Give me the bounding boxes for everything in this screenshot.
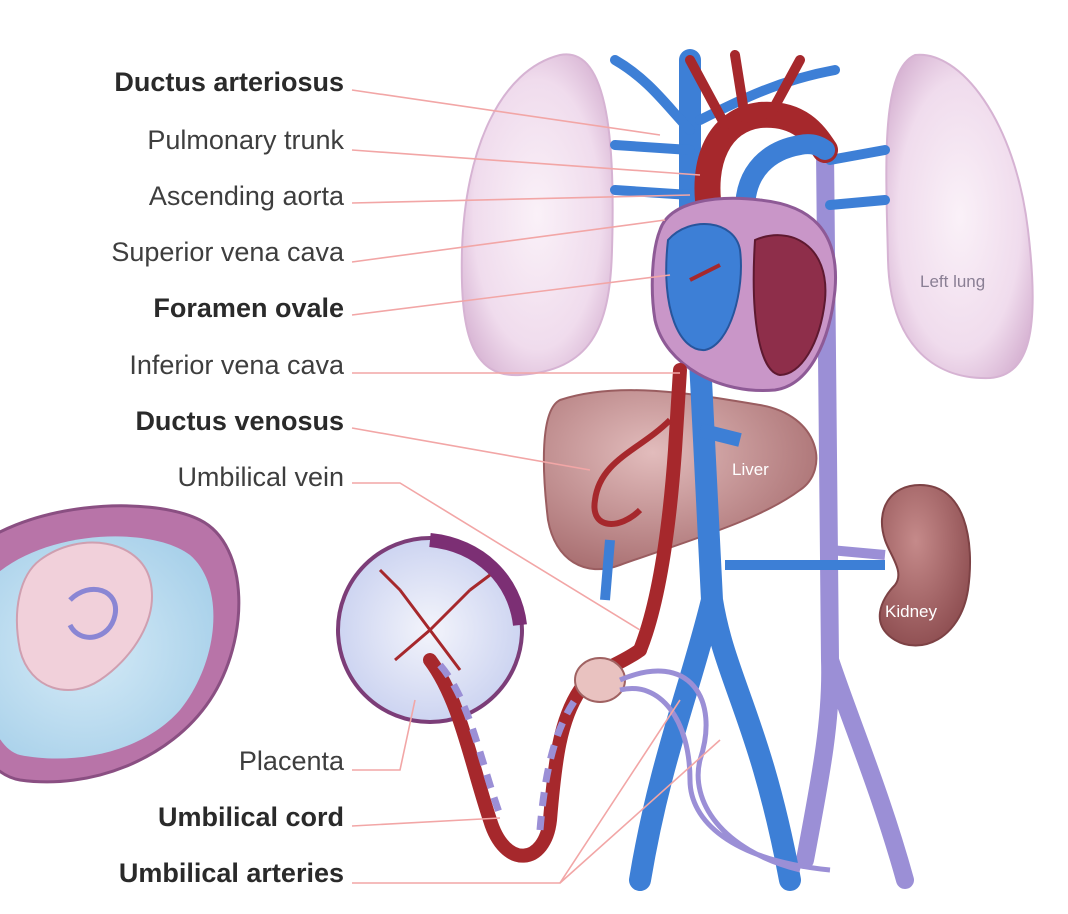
label-ductus-venosus: Ductus venosus [135,406,344,436]
organ-label-liver: Liver [732,460,769,479]
label-foramen-ovale: Foramen ovale [153,293,344,323]
right-atrium [665,223,742,352]
label-umbilical-vein: Umbilical vein [177,462,344,492]
descending-aorta [796,141,914,889]
label-placenta: Placenta [238,746,344,776]
right-lung [460,53,614,377]
pulmonary-trunk [735,134,835,220]
umbilical-arteries [619,668,831,873]
label-inferior-vena-cava: Inferior vena cava [129,350,344,380]
aortic-arch [694,101,838,228]
ductus-venosus [633,363,687,657]
organ-label-left-lung: Left lung [920,272,986,291]
ivc-vessel [629,349,801,891]
label-ductus-arteriosus: Ductus arteriosus [114,67,344,97]
label-ascending-aorta: Ascending aorta [148,181,344,211]
label-superior-vena-cava: Superior vena cava [111,237,344,267]
label-pulmonary-trunk: Pulmonary trunk [147,125,344,155]
fetus [15,541,153,691]
label-umbilical-arteries: Umbilical arteries [118,858,344,888]
leader-lines [351,89,721,884]
left-lung [885,53,1034,380]
left-ventricle [752,234,827,377]
organ-label-kidney: Kidney [885,602,937,621]
umbilicus [574,657,626,703]
kidney [878,483,971,647]
label-umbilical-cord: Umbilical cord [157,802,344,832]
